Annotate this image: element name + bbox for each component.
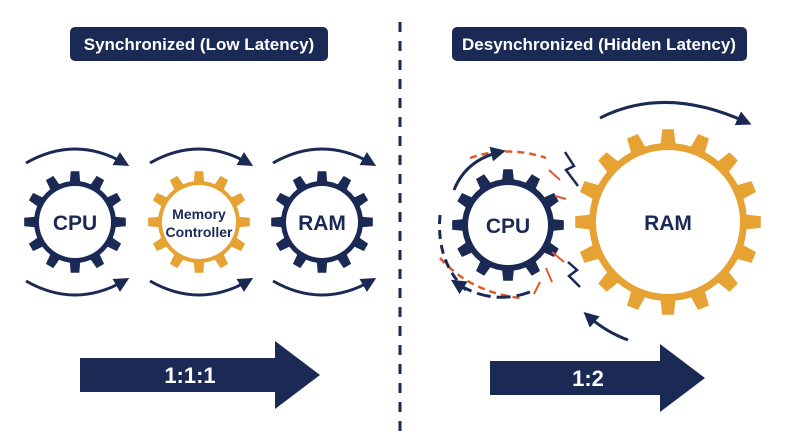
left-panel: Synchronized (Low Latency) CPU Memory Co… <box>24 27 377 409</box>
ratio-label-right: 1:2 <box>572 366 604 391</box>
lightning-spark-icon <box>563 151 579 187</box>
lightning-spark-icon <box>567 261 581 288</box>
right-title-badge <box>452 27 747 61</box>
ram-gear-right-label: RAM <box>644 212 692 235</box>
gear-icon <box>148 171 250 273</box>
rotation-arrow-icon <box>149 278 254 297</box>
cpu-gear-right: CPU <box>452 169 564 281</box>
friction-spark-icon <box>533 169 567 295</box>
rotation-arrow-icon <box>272 147 377 166</box>
memory-controller-label-line2: Controller <box>166 224 233 240</box>
rotation-arrow-icon <box>599 100 752 126</box>
friction-spark-icon <box>469 150 547 160</box>
ram-gear-left-label: RAM <box>298 212 346 235</box>
rotation-arrow-icon <box>272 278 377 297</box>
memory-controller-gear: Memory Controller <box>148 171 250 273</box>
memory-controller-label-line1: Memory <box>172 206 226 222</box>
ram-gear-right: RAM <box>575 129 761 315</box>
cpu-gear-label: CPU <box>53 212 97 235</box>
ratio-arrow-right <box>490 344 705 412</box>
ratio-label-left: 1:1:1 <box>164 363 215 388</box>
cpu-gear-right-label: CPU <box>486 215 530 238</box>
right-panel: Desynchronized (Hidden Latency) RAM CPU … <box>438 27 761 412</box>
rotation-arrow-icon <box>450 279 531 299</box>
right-title: Desynchronized (Hidden Latency) <box>462 35 736 54</box>
ratio-arrow-left <box>80 341 320 409</box>
rotation-arrow-icon <box>25 147 130 166</box>
rotation-arrow-icon <box>149 147 254 166</box>
ram-gear-left: RAM <box>271 171 373 273</box>
cpu-gear: CPU <box>24 171 126 273</box>
left-title-badge <box>70 27 328 61</box>
left-title: Synchronized (Low Latency) <box>84 35 314 54</box>
rotation-arrow-icon <box>25 278 130 297</box>
rotation-arrow-icon <box>583 312 629 342</box>
rotation-arrow-icon <box>452 146 506 191</box>
